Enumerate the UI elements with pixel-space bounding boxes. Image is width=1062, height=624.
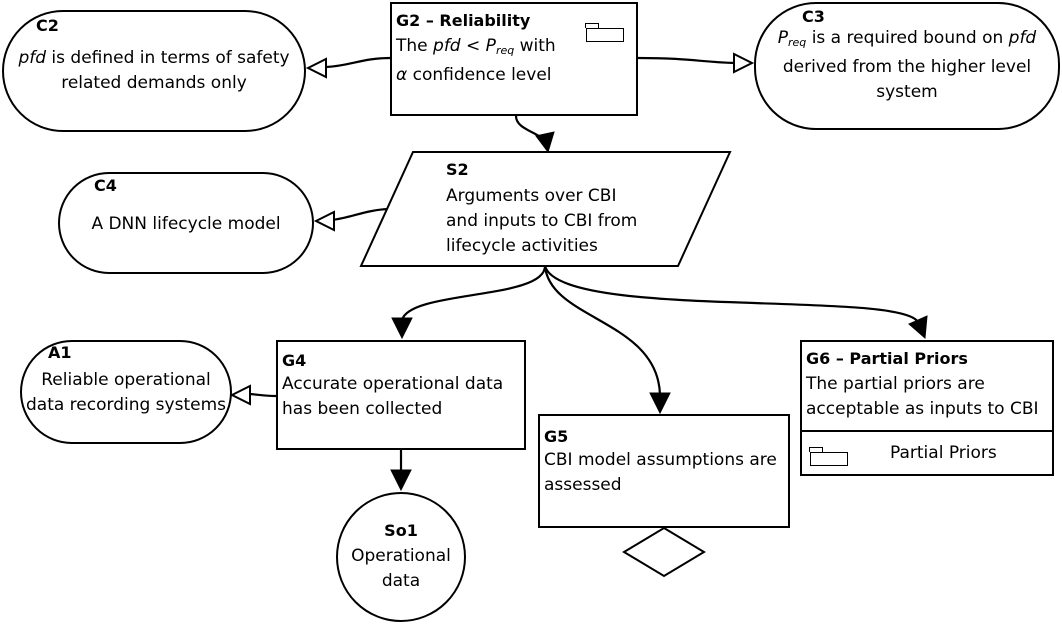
goal-g5: G5 CBI model assumptions are assessed <box>538 414 790 528</box>
arrowhead-c3 <box>733 52 755 74</box>
edge-g4-a1 <box>247 392 277 398</box>
goal-g6-id: G6 – Partial Priors <box>806 349 968 368</box>
context-c3-text: Preq is a required bound on pfd derived … <box>777 28 1037 102</box>
context-c3-id: C3 <box>802 7 825 26</box>
solution-so1: So1 Operational data <box>336 492 466 622</box>
assumption-a1: A1 Reliable operational data recording s… <box>20 340 232 444</box>
edge-s2-c4 <box>331 207 389 222</box>
goal-g6-module-label: Partial Priors <box>890 443 997 463</box>
arrowhead-g6 <box>908 315 928 340</box>
arrowhead-g5 <box>649 392 671 415</box>
arrowhead-s2 <box>535 131 555 154</box>
strategy-s2: S2 Arguments over CBI and inputs to CBI … <box>430 152 690 266</box>
goal-g4-text: Accurate operational data has been colle… <box>282 374 504 419</box>
solution-so1-id: So1 <box>384 521 418 540</box>
goal-g2-id: G2 – Reliability <box>396 11 531 30</box>
goal-g6-divider <box>802 430 1052 432</box>
solution-so1-text: Operational data <box>351 546 451 591</box>
module-icon <box>585 23 624 42</box>
strategy-s2-text: Arguments over CBI and inputs to CBI fro… <box>446 186 638 256</box>
undeveloped-diamond <box>622 526 706 578</box>
context-c2: C2 pfd is defined in terms of safety rel… <box>2 10 306 132</box>
goal-g4: G4 Accurate operational data has been co… <box>276 340 526 450</box>
strategy-s2-id: S2 <box>446 160 469 179</box>
context-c4: C4 A DNN lifecycle model <box>58 172 314 274</box>
module-icon <box>809 447 848 466</box>
context-c3: C3 Preq is a required bound on pfd deriv… <box>754 2 1060 130</box>
arrowhead-c2 <box>305 57 327 79</box>
goal-g4-id: G4 <box>282 351 307 370</box>
context-c4-text: A DNN lifecycle model <box>91 214 281 234</box>
assumption-a1-text: Reliable operational data recording syst… <box>25 370 226 415</box>
goal-g6-text: The partial priors are acceptable as inp… <box>806 374 1039 419</box>
goal-g5-id: G5 <box>544 427 569 446</box>
context-c2-id: C2 <box>36 16 59 35</box>
arrowhead-g4 <box>391 317 413 340</box>
goal-g2-text: The pfd < Preq with α confidence level <box>396 36 556 85</box>
edge-s2-g5 <box>543 265 662 396</box>
strategy-s2-shape <box>359 151 732 267</box>
edge-g2-c2 <box>325 56 391 69</box>
goal-g5-text: CBI model assumptions are assessed <box>544 450 777 495</box>
arrowhead-c4 <box>313 210 335 232</box>
arrowhead-so1 <box>390 469 412 492</box>
edge-s2-g4 <box>400 265 547 321</box>
goal-g6: G6 – Partial Priors The partial priors a… <box>800 340 1054 476</box>
arrowhead-a1 <box>229 384 251 406</box>
edge-s2-g6 <box>543 265 919 323</box>
context-c2-text: pfd is defined in terms of safety relate… <box>18 48 290 93</box>
goal-g2: G2 – Reliability The pfd < Preq with α c… <box>390 2 638 116</box>
edge-g2-c3 <box>637 56 735 65</box>
context-c4-id: C4 <box>94 176 117 195</box>
assumption-a1-id: A1 <box>48 343 72 362</box>
